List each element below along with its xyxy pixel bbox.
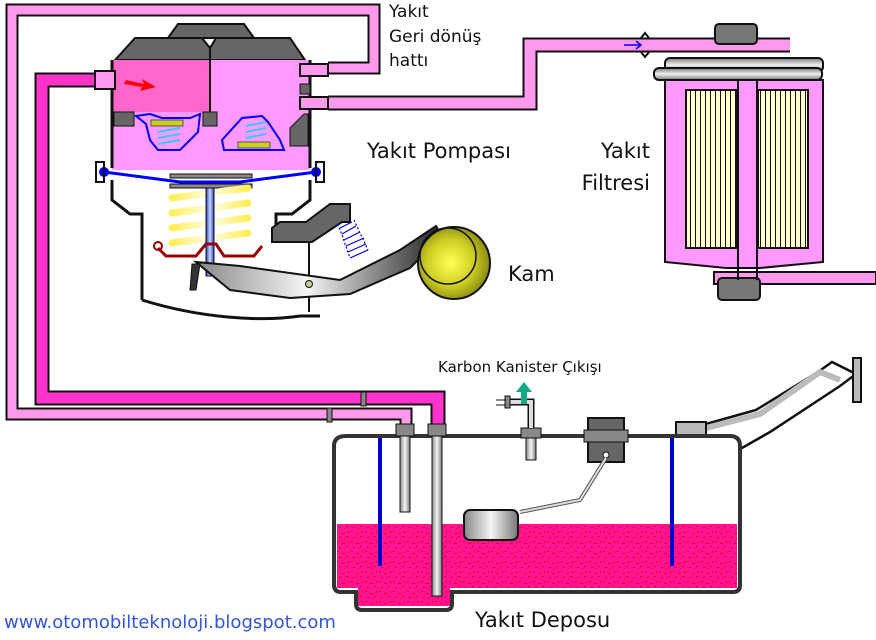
cam (417, 226, 491, 300)
rocker-spring (337, 219, 369, 259)
pipe-clamp (360, 391, 367, 407)
return-line (5, 3, 413, 424)
fuel-tank (332, 357, 862, 612)
fuel-pump-label: Yakıt Pompası (366, 139, 511, 163)
watermark-link[interactable]: www.otomobilteknoloji.blogspot.com (4, 612, 336, 633)
pull-rod (205, 187, 215, 277)
fuel-pump (94, 23, 444, 321)
fuel-tank-label: Yakıt Deposu (474, 608, 610, 632)
return-line-label-3: hattı (389, 51, 428, 71)
carbon-canister-outlet-label: Karbon Kanister Çıkışı (438, 358, 602, 376)
pump-to-filter-line (328, 37, 790, 111)
flow-arrow-icon (624, 31, 650, 59)
pipe-clamp (326, 407, 333, 423)
fuel-filter-label-1: Yakıt (600, 139, 650, 163)
fuel-float (463, 509, 519, 541)
canister-outlet-arrow-icon (516, 382, 532, 404)
return-line-label-1: Yakıt (388, 2, 429, 22)
return-line-label-2: Geri dönüş (389, 27, 481, 47)
inlet-flow-arrow-icon (124, 79, 156, 91)
diaphragm (103, 170, 317, 184)
supply-line (34, 72, 446, 424)
fuel-filter (653, 23, 824, 301)
cam-label: Kam (508, 262, 555, 286)
fuel-filter-label-2: Filtresi (582, 171, 650, 195)
